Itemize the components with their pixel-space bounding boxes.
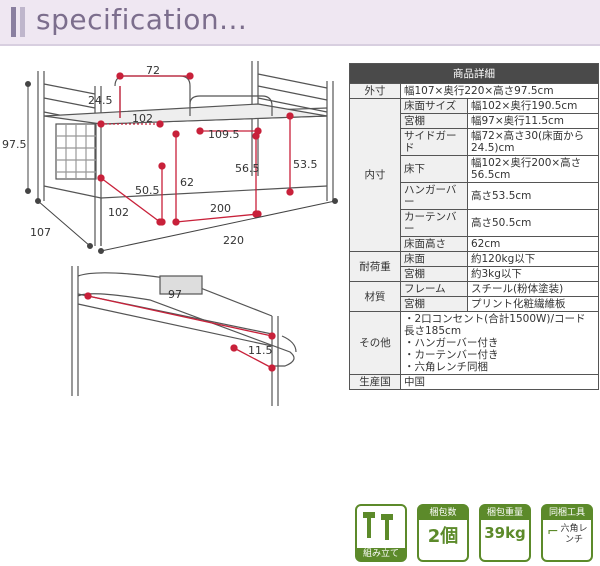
dim-total-width: 107 xyxy=(30,226,51,239)
other-line: ・六角レンチ同梱 xyxy=(404,361,488,373)
header-accent-bar xyxy=(11,7,16,37)
load-label: 耐荷重 xyxy=(349,251,401,282)
inner-row-value: 高さ53.5cm xyxy=(467,182,599,210)
inner-row-label: カーテンバー xyxy=(400,209,468,237)
inner-row-value: 62cm xyxy=(467,236,599,252)
inner-row-label: 床面高さ xyxy=(400,236,468,252)
inner-row-label: サイドガード xyxy=(400,128,468,156)
dim-underbed-height: 56.5 xyxy=(235,162,260,175)
material-row-value: プリント化粧繊維板 xyxy=(467,296,599,312)
inner-row-label: 床面サイズ xyxy=(400,98,468,114)
dim-side-guard-width: 72 xyxy=(146,64,160,77)
bed-frame-drawing xyxy=(25,61,338,406)
spec-table: 商品詳細 外寸 幅107×奥行220×高さ97.5cm 内寸 床面サイズ 幅10… xyxy=(349,63,599,390)
dim-underbed-depth: 200 xyxy=(210,202,231,215)
other-value: ・2口コンセント(合計1500W)/コード長さ185cm ・ハンガーバー付き ・… xyxy=(400,311,599,375)
outer-size-value: 幅107×奥行220×高さ97.5cm xyxy=(400,83,599,99)
page-header: specification... xyxy=(0,0,600,44)
dim-floor-width: 102 xyxy=(132,112,153,125)
page-title: specification... xyxy=(36,3,248,36)
package-count-badge: 梱包数 2個 xyxy=(417,504,469,562)
dim-floor-height: 62 xyxy=(180,176,194,189)
included-tool-label: 同梱工具 xyxy=(543,506,591,520)
dim-total-height: 97.5 xyxy=(2,138,27,151)
dim-total-depth: 220 xyxy=(223,234,244,247)
table-row: その他 ・2口コンセント(合計1500W)/コード長さ185cm ・ハンガーバー… xyxy=(349,311,599,375)
inner-row-label: 床下 xyxy=(400,155,468,183)
material-label: 材質 xyxy=(349,281,401,312)
table-row: 宮棚 約3kg以下 xyxy=(350,266,599,282)
table-row: ハンガーバー 高さ53.5cm xyxy=(350,182,599,210)
dim-hanger-length: 109.5 xyxy=(208,128,240,141)
table-row: 材質 フレーム スチール(粉体塗装) xyxy=(349,281,599,312)
table-row: 内寸 床面サイズ 幅102×奥行190.5cm xyxy=(349,98,599,252)
tools-icon xyxy=(363,512,393,540)
inner-row-value: 高さ50.5cm xyxy=(467,209,599,237)
load-row-value: 約3kg以下 xyxy=(467,266,599,282)
inner-row-value: 幅102×奥行190.5cm xyxy=(467,98,599,114)
table-row: 床下 幅102×奥行200×高さ56.5cm xyxy=(350,155,599,183)
inner-row-value: 幅72×高さ30(床面から24.5)cm xyxy=(467,128,599,156)
info-badges: 組み立て 梱包数 2個 梱包重量 39kg 同梱工具 ⌐ 六角レンチ xyxy=(355,504,600,564)
table-row: 生産国 中国 xyxy=(349,374,599,390)
package-count-label: 梱包数 xyxy=(419,506,467,520)
origin-label: 生産国 xyxy=(349,374,401,390)
other-line: ・2口コンセント(合計1500W)/コード長さ185cm xyxy=(404,313,586,337)
outer-size-label: 外寸 xyxy=(349,83,401,99)
bed-diagram: 72 24.5 102 109.5 97.5 56.5 53.5 50.5 62… xyxy=(0,46,345,486)
included-tool-value: 六角レンチ xyxy=(560,524,588,545)
load-row-label: 宮棚 xyxy=(400,266,468,282)
other-line: ・カーテンバー付き xyxy=(404,349,499,361)
material-row-label: フレーム xyxy=(400,281,468,297)
package-weight-badge: 梱包重量 39kg xyxy=(479,504,531,562)
origin-value: 中国 xyxy=(400,374,599,390)
inner-row-label: ハンガーバー xyxy=(400,182,468,210)
package-count-value: 2個 xyxy=(427,526,459,547)
load-row-label: 床面 xyxy=(400,251,468,267)
table-row: サイドガード 幅72×高さ30(床面から24.5)cm xyxy=(350,128,599,156)
dim-underbed-width: 102 xyxy=(108,206,129,219)
dim-guard-height: 24.5 xyxy=(88,94,113,107)
material-row-value: スチール(粉体塗装) xyxy=(467,281,599,297)
hex-wrench-icon: ⌐ xyxy=(547,524,559,540)
table-row: 外寸 幅107×奥行220×高さ97.5cm xyxy=(349,83,599,99)
table-row: 耐荷重 床面 約120kg以下 xyxy=(349,251,599,282)
assembly-badge-label: 組み立て xyxy=(357,548,405,560)
table-row: 宮棚 プリント化粧繊維板 xyxy=(350,296,599,312)
dim-curtain-bar-height: 50.5 xyxy=(135,184,160,197)
other-label: その他 xyxy=(349,311,401,375)
header-divider xyxy=(0,44,600,46)
inner-row-value: 幅102×奥行200×高さ56.5cm xyxy=(467,155,599,183)
header-accent-bar-light xyxy=(20,7,25,37)
package-weight-value: 39kg xyxy=(484,524,526,542)
dim-hanger-bar-height: 53.5 xyxy=(293,158,318,171)
inner-row-label: 宮棚 xyxy=(400,113,468,129)
included-tool-badge: 同梱工具 ⌐ 六角レンチ xyxy=(541,504,593,562)
table-row: カーテンバー 高さ50.5cm xyxy=(350,209,599,237)
load-row-value: 約120kg以下 xyxy=(467,251,599,267)
material-row-label: 宮棚 xyxy=(400,296,468,312)
other-line: ・ハンガーバー付き xyxy=(404,337,499,349)
inner-row-value: 幅97×奥行11.5cm xyxy=(467,113,599,129)
inner-size-label: 内寸 xyxy=(349,98,401,252)
spec-table-heading: 商品詳細 xyxy=(349,63,599,84)
assembly-badge: 組み立て xyxy=(355,504,407,562)
package-weight-label: 梱包重量 xyxy=(481,506,529,520)
dim-shelf-depth: 11.5 xyxy=(248,344,273,357)
dim-shelf-width: 97 xyxy=(168,288,182,301)
